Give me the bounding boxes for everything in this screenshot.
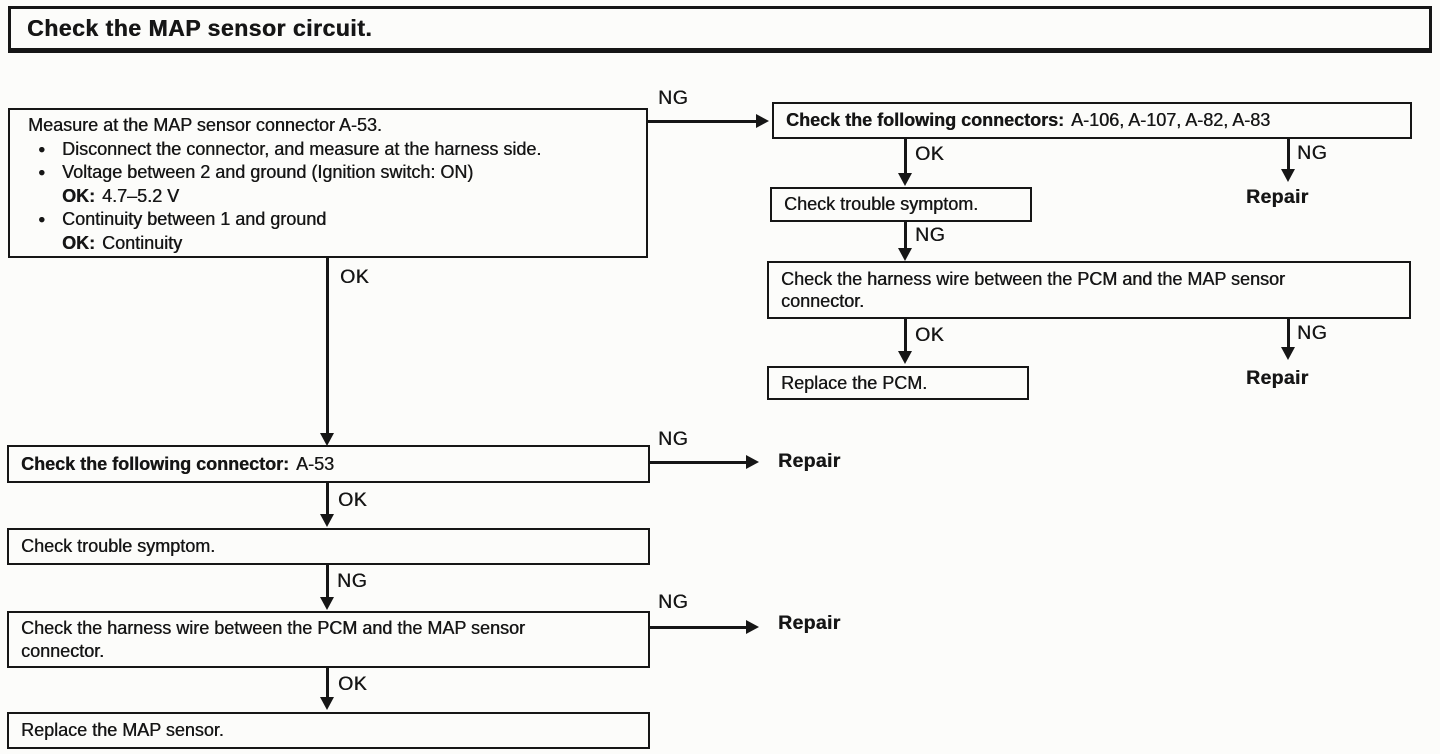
harness-wire-right-text: Check the harness wire between the PCM a… bbox=[781, 268, 1285, 312]
arrow-down-icon bbox=[320, 697, 334, 710]
measure-bullet1: Disconnect the connector, and measure at… bbox=[62, 138, 542, 159]
arrow-right-icon bbox=[746, 620, 759, 634]
edge-measure-ng-line bbox=[648, 120, 758, 123]
arrow-down-icon bbox=[1281, 347, 1295, 360]
page-title-box: Check the MAP sensor circuit. bbox=[8, 6, 1432, 53]
harness-wire-left-text: Check the harness wire between the PCM a… bbox=[21, 618, 525, 661]
edge-measure-ok-label: OK bbox=[340, 266, 370, 288]
measure-bullet3: Continuity between 1 and ground bbox=[62, 209, 327, 230]
node-replace-pcm: Replace the PCM. bbox=[767, 366, 1029, 400]
edge-harness-left-ng-line bbox=[650, 626, 748, 629]
node-harness-wire-right: Check the harness wire between the PCM a… bbox=[767, 261, 1411, 319]
node-replace-map-sensor: Replace the MAP sensor. bbox=[7, 712, 650, 749]
edge-harness-left-ok-line bbox=[326, 668, 329, 698]
edge-harness-left-ok-label: OK bbox=[338, 673, 368, 695]
edge-harness-right-ok-label: OK bbox=[915, 324, 945, 346]
terminal-repair: Repair bbox=[778, 612, 841, 634]
arrow-down-icon bbox=[898, 351, 912, 364]
measure-bullet1-row: ● Disconnect the connector, and measure … bbox=[22, 138, 634, 162]
arrow-down-icon bbox=[1281, 169, 1295, 182]
measure-intro-row: Measure at the MAP sensor connector A-53… bbox=[22, 114, 634, 138]
ok-prefix: OK: bbox=[62, 232, 95, 253]
edge-connectors-ok-label: OK bbox=[915, 143, 945, 165]
bullet-icon: ● bbox=[38, 165, 46, 180]
edge-connectors-ng-line bbox=[1287, 139, 1290, 170]
check-connector-a53-value: A-53 bbox=[296, 453, 335, 474]
node-measure-map-sensor: Measure at the MAP sensor connector A-53… bbox=[8, 108, 648, 258]
measure-bullet2: Voltage between 2 and ground (Ignition s… bbox=[62, 162, 474, 183]
check-connector-a53-label: Check the following connector: bbox=[21, 453, 290, 474]
node-check-connectors: Check the following connectors: A-106, A… bbox=[772, 102, 1412, 139]
edge-trouble-left-ng-label: NG bbox=[337, 570, 368, 592]
arrow-down-icon bbox=[898, 173, 912, 186]
edge-a53-ok-label: OK bbox=[338, 489, 368, 511]
edge-connectors-ng-label: NG bbox=[1297, 142, 1328, 164]
edge-trouble-left-ng-line bbox=[326, 565, 329, 598]
edge-connectors-ok-line bbox=[904, 139, 907, 174]
measure-bullet3-row: ● Continuity between 1 and ground bbox=[22, 208, 634, 232]
node-trouble-symptom-right: Check trouble symptom. bbox=[770, 187, 1032, 222]
terminal-repair: Repair bbox=[1246, 367, 1309, 389]
arrow-right-icon bbox=[746, 455, 759, 469]
check-connectors-value: A-106, A-107, A-82, A-83 bbox=[1071, 110, 1271, 131]
terminal-repair: Repair bbox=[1246, 186, 1309, 208]
bullet-icon: ● bbox=[38, 141, 46, 156]
measure-bullet2-row: ● Voltage between 2 and ground (Ignition… bbox=[22, 161, 634, 185]
node-trouble-symptom-left: Check trouble symptom. bbox=[7, 528, 650, 565]
node-check-connector-a53: Check the following connector: A-53 bbox=[7, 445, 650, 483]
edge-trouble-right-ng-label: NG bbox=[915, 224, 946, 246]
measure-bullet2-ok-row: OK: 4.7–5.2 V bbox=[22, 185, 634, 209]
edge-harness-right-ng-line bbox=[1287, 319, 1290, 348]
edge-a53-ng-label: NG bbox=[658, 428, 689, 450]
arrow-down-icon bbox=[320, 597, 334, 610]
terminal-repair: Repair bbox=[778, 450, 841, 472]
node-harness-wire-left: Check the harness wire between the PCM a… bbox=[7, 611, 650, 668]
replace-pcm-text: Replace the PCM. bbox=[781, 372, 928, 393]
edge-measure-ng-label: NG bbox=[658, 87, 689, 109]
edge-harness-right-ok-line bbox=[904, 319, 907, 352]
edge-harness-left-ng-label: NG bbox=[658, 591, 689, 613]
trouble-symptom-left-text: Check trouble symptom. bbox=[21, 536, 216, 557]
measure-intro: Measure at the MAP sensor connector A-53… bbox=[28, 115, 382, 135]
edge-a53-ok-line bbox=[326, 483, 329, 515]
arrow-right-icon bbox=[756, 114, 769, 128]
arrow-down-icon bbox=[320, 433, 334, 446]
page-title: Check the MAP sensor circuit. bbox=[27, 15, 373, 41]
edge-trouble-right-ng-line bbox=[904, 222, 907, 249]
replace-map-sensor-text: Replace the MAP sensor. bbox=[21, 720, 224, 741]
arrow-down-icon bbox=[898, 248, 912, 261]
measure-bullet2-ok-value: 4.7–5.2 V bbox=[102, 185, 180, 206]
check-connectors-label: Check the following connectors: bbox=[786, 110, 1065, 131]
edge-measure-ok-line bbox=[326, 258, 329, 434]
arrow-down-icon bbox=[320, 514, 334, 527]
trouble-symptom-right-text: Check trouble symptom. bbox=[784, 194, 979, 215]
measure-bullet3-ok-value: Continuity bbox=[102, 232, 183, 253]
bullet-icon: ● bbox=[38, 212, 46, 227]
ok-prefix: OK: bbox=[62, 185, 95, 206]
edge-harness-right-ng-label: NG bbox=[1297, 322, 1328, 344]
measure-bullet3-ok-row: OK: Continuity bbox=[22, 232, 634, 256]
edge-a53-ng-line bbox=[650, 461, 748, 464]
